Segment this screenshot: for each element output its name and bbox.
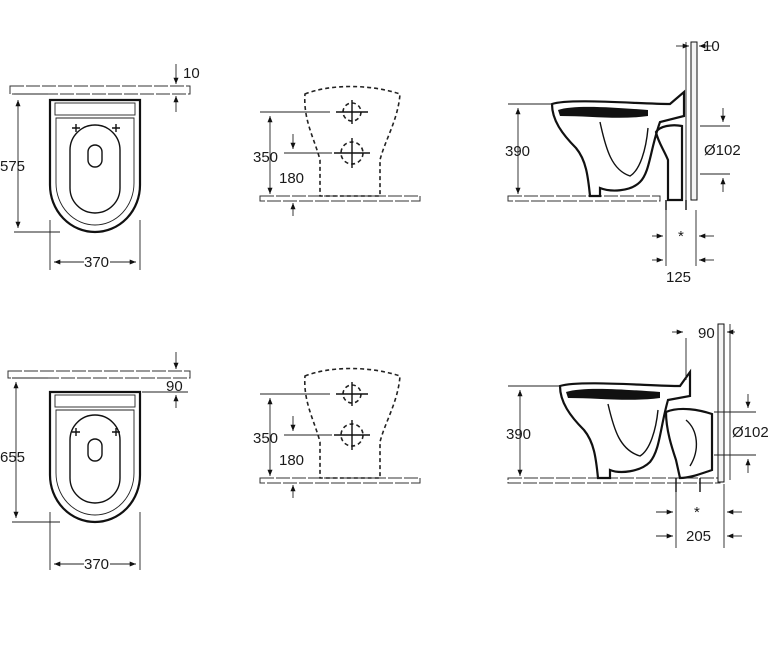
top-plan-seat-opening [69,124,121,214]
top-plan-width-label: 370 [84,254,109,271]
bottom-plan-width-label: 370 [84,556,109,573]
bottom-side-height-label: 390 [506,426,531,443]
top-side-bowl [550,89,686,198]
bottom-front-lower-label: 180 [279,452,304,469]
bottom-side-gap-label: 90 [698,325,715,342]
top-plan-view: 575 370 10 [0,64,200,271]
bottom-side-view: 390 90 Ø102 * 205 [506,323,769,548]
top-side-floor [507,195,661,202]
bottom-side-floor [507,477,721,484]
top-front-upper-label: 350 [253,149,278,166]
top-plan-depth-label: 575 [0,158,25,175]
bottom-front-outline [304,367,401,479]
top-side-gap-label: 10 [703,38,720,55]
top-plan-seat-rim [55,117,135,226]
top-plan-bowl-outline [48,98,142,234]
bottom-plan-depth-label: 655 [0,449,25,466]
bottom-side-marker: * [694,504,700,521]
top-side-view: 390 10 Ø102 * 125 [505,38,741,286]
top-side-seat [558,106,648,118]
bottom-front-upper-label: 350 [253,430,278,447]
top-side-diameter-label: Ø102 [704,142,741,159]
bottom-plan-view: 655 370 90 [0,352,191,573]
top-front-lower-label: 180 [279,170,304,187]
top-front-view: 350 180 [253,85,421,216]
bottom-plan-gap-label: 90 [166,378,183,395]
bottom-plan-wall [7,370,191,379]
bottom-plan-seat-opening [69,414,121,504]
top-plan-fixing-marks [72,124,120,132]
bottom-plan-fixing-marks [72,428,120,436]
bottom-side-seat [566,388,660,400]
bottom-plan-drain-hole [87,438,103,462]
bottom-side-bowl [558,368,692,480]
top-side-height-label: 390 [505,143,530,160]
bottom-plan-seat-rim [55,409,135,516]
top-side-marker: * [678,228,684,245]
top-side-wall [690,41,698,201]
top-front-outline [304,85,401,197]
top-side-offset-label: 125 [666,269,691,286]
top-side-pipe [654,124,684,202]
top-plan-tank-cover [54,102,136,116]
top-plan-drain-hole [87,144,103,168]
top-plan-gap-label: 10 [183,65,200,82]
bottom-plan-bowl-outline [48,390,142,524]
bottom-side-offset-label: 205 [686,528,711,545]
bottom-plan-tank-cover [54,394,136,408]
top-plan-wall [9,85,191,95]
bottom-side-wall [717,323,725,483]
bottom-side-pipe [664,407,714,480]
bottom-front-view: 350 180 [253,367,421,498]
bottom-side-diameter-label: Ø102 [732,424,769,441]
